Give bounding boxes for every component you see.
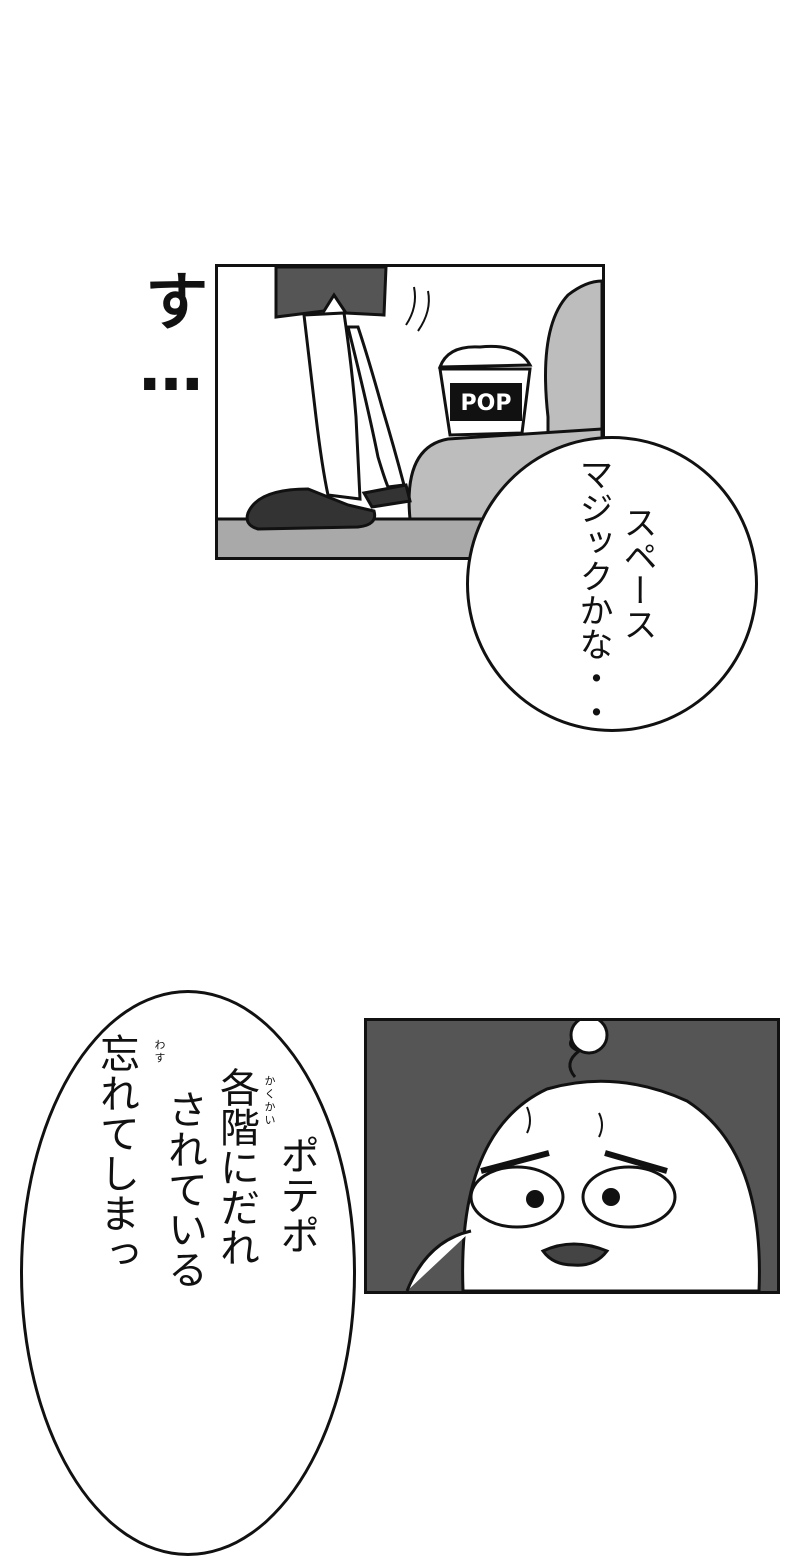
popcorn-bucket: POP (437, 344, 533, 437)
shorts (274, 267, 388, 319)
bubble-2-line-1: 忘れてしまっ (93, 1033, 139, 1273)
bubble-2-line-3: されている (161, 1089, 207, 1289)
eye-left (469, 1165, 565, 1229)
mouth (540, 1242, 610, 1267)
bubble-2-line-2-b: だれ (213, 1187, 259, 1267)
bubble-2-line-3-b: る (161, 1249, 207, 1289)
bubble-2-line-3-a: されてい (161, 1089, 207, 1249)
leg-front (302, 311, 362, 501)
bubble-1-line-1: スペース (617, 505, 657, 641)
bubble-2-line-2: 各階にだれ (213, 1067, 259, 1267)
slipper-front (245, 487, 377, 531)
panel-2-art (405, 1021, 761, 1291)
popcorn-label: POP (461, 391, 512, 416)
bubble-2-line-4: ポテポ (273, 1135, 319, 1255)
furigana-wasu: わす (153, 1039, 166, 1065)
bubble-1-line-2: マジックかな・・ (573, 457, 613, 729)
eye-right (581, 1165, 677, 1229)
antenna-ball (569, 1021, 609, 1055)
speech-bubble-1: スペース マジックかな・・ (466, 436, 758, 732)
slipper-back (361, 483, 412, 509)
furigana-kakukai: かくかい (263, 1075, 276, 1127)
panel-2 (364, 1018, 780, 1294)
bubble-2-line-2-a: 各階に (213, 1067, 259, 1187)
sound-effect-text: す… (134, 268, 208, 406)
speech-bubble-2: わす 忘れてしまっ かくかい 各階にだれ されている ポテポ (20, 990, 356, 1556)
